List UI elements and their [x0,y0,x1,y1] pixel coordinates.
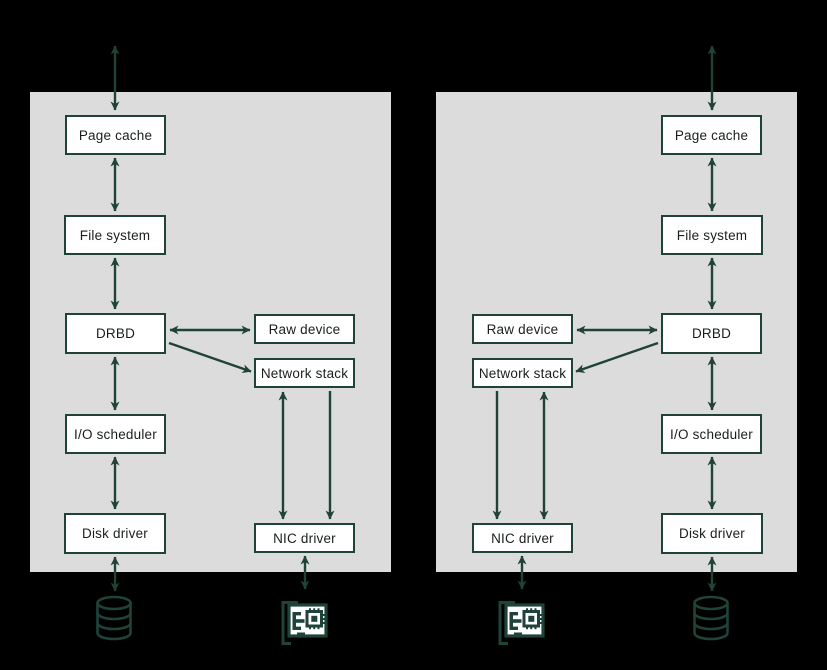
box-label: DRBD [95,326,136,341]
box-label: Page cache [78,127,153,143]
box-disk-driver-left: Disk driver [64,513,166,554]
box-disk-driver-right: Disk driver [661,513,763,554]
nic-card-icon-right [498,601,545,645]
box-label: Raw device [268,321,341,337]
box-label: File system [676,227,748,243]
box-label: File system [79,227,151,243]
box-drbd-right: DRBD [661,313,762,354]
box-label: DRBD [691,326,732,341]
box-label: Page cache [674,127,749,143]
box-raw-device-right: Raw device [472,314,573,344]
disk-icon-left [96,595,132,641]
box-network-stack-right: Network stack [472,358,573,388]
box-label: I/O scheduler [670,426,753,442]
box-page-cache-right: Page cache [661,115,762,155]
disk-icon-right [693,595,729,641]
box-raw-device-left: Raw device [254,314,355,344]
box-nic-driver-right: NIC driver [472,523,573,553]
box-label: Raw device [486,321,559,337]
nic-card-icon-left [281,601,328,645]
box-drbd-left: DRBD [65,313,166,354]
box-network-stack-left: Network stack [254,358,355,388]
box-label: NIC driver [491,530,554,546]
box-file-system-left: File system [64,215,166,255]
box-io-scheduler-right: I/O scheduler [661,414,762,454]
box-label: Disk driver [82,526,148,541]
box-page-cache-left: Page cache [65,115,166,155]
box-label: Disk driver [679,526,745,541]
box-nic-driver-left: NIC driver [254,523,355,553]
box-label: Network stack [260,365,349,381]
box-label: I/O scheduler [74,426,157,442]
box-label: NIC driver [273,530,336,546]
box-io-scheduler-left: I/O scheduler [65,414,166,454]
box-file-system-right: File system [661,215,763,255]
box-label: Network stack [478,365,567,381]
